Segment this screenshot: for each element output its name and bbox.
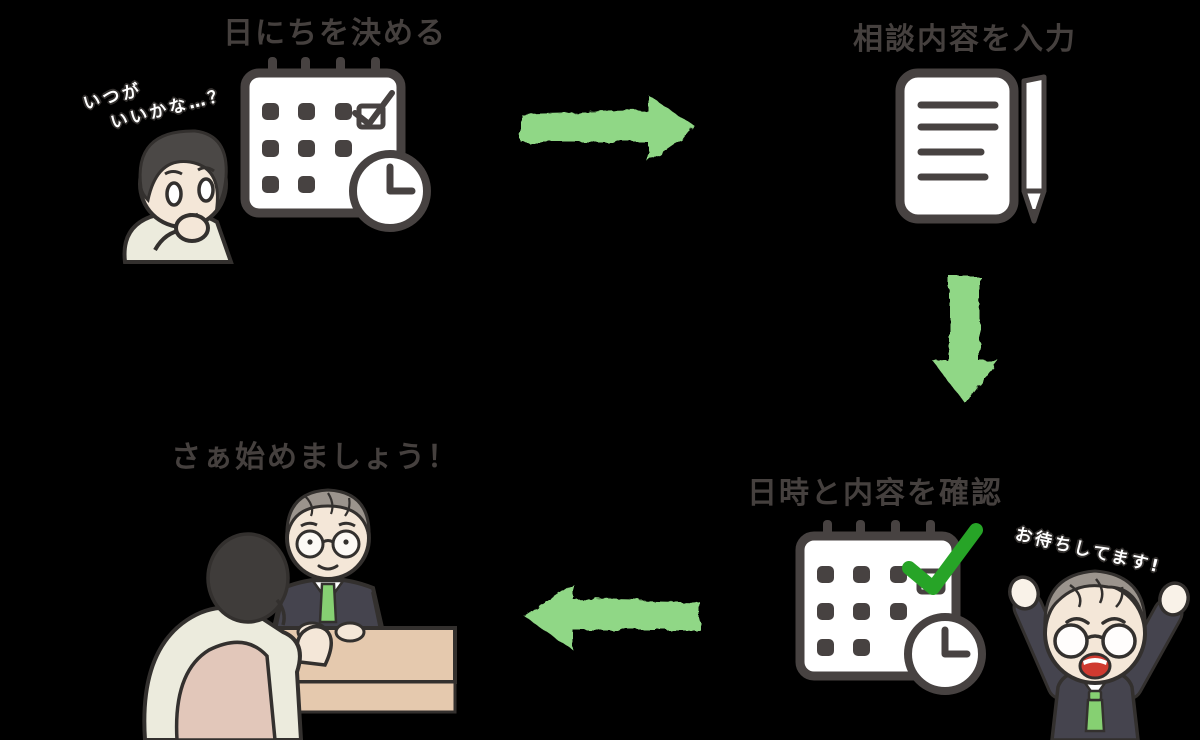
calendar-clock-icon [240,57,431,232]
notepad-pen-icon [895,68,1047,224]
consultation-scene-illustration [142,488,457,740]
step-2-title: 相談内容を入力 [853,22,1077,57]
step-1-title: 日にちを決める [223,16,447,51]
cheering-man-illustration [1008,569,1190,740]
step-3-title: 日時と内容を確認 [747,476,1003,511]
step-4-title: さぁ始めましょう！ [171,440,459,475]
calendar-check-clock-icon [795,520,986,695]
arrow-left-icon [524,583,700,650]
arrow-right-icon [521,95,697,162]
thinking-man-illustration [122,129,234,264]
arrow-down-icon [932,276,998,403]
